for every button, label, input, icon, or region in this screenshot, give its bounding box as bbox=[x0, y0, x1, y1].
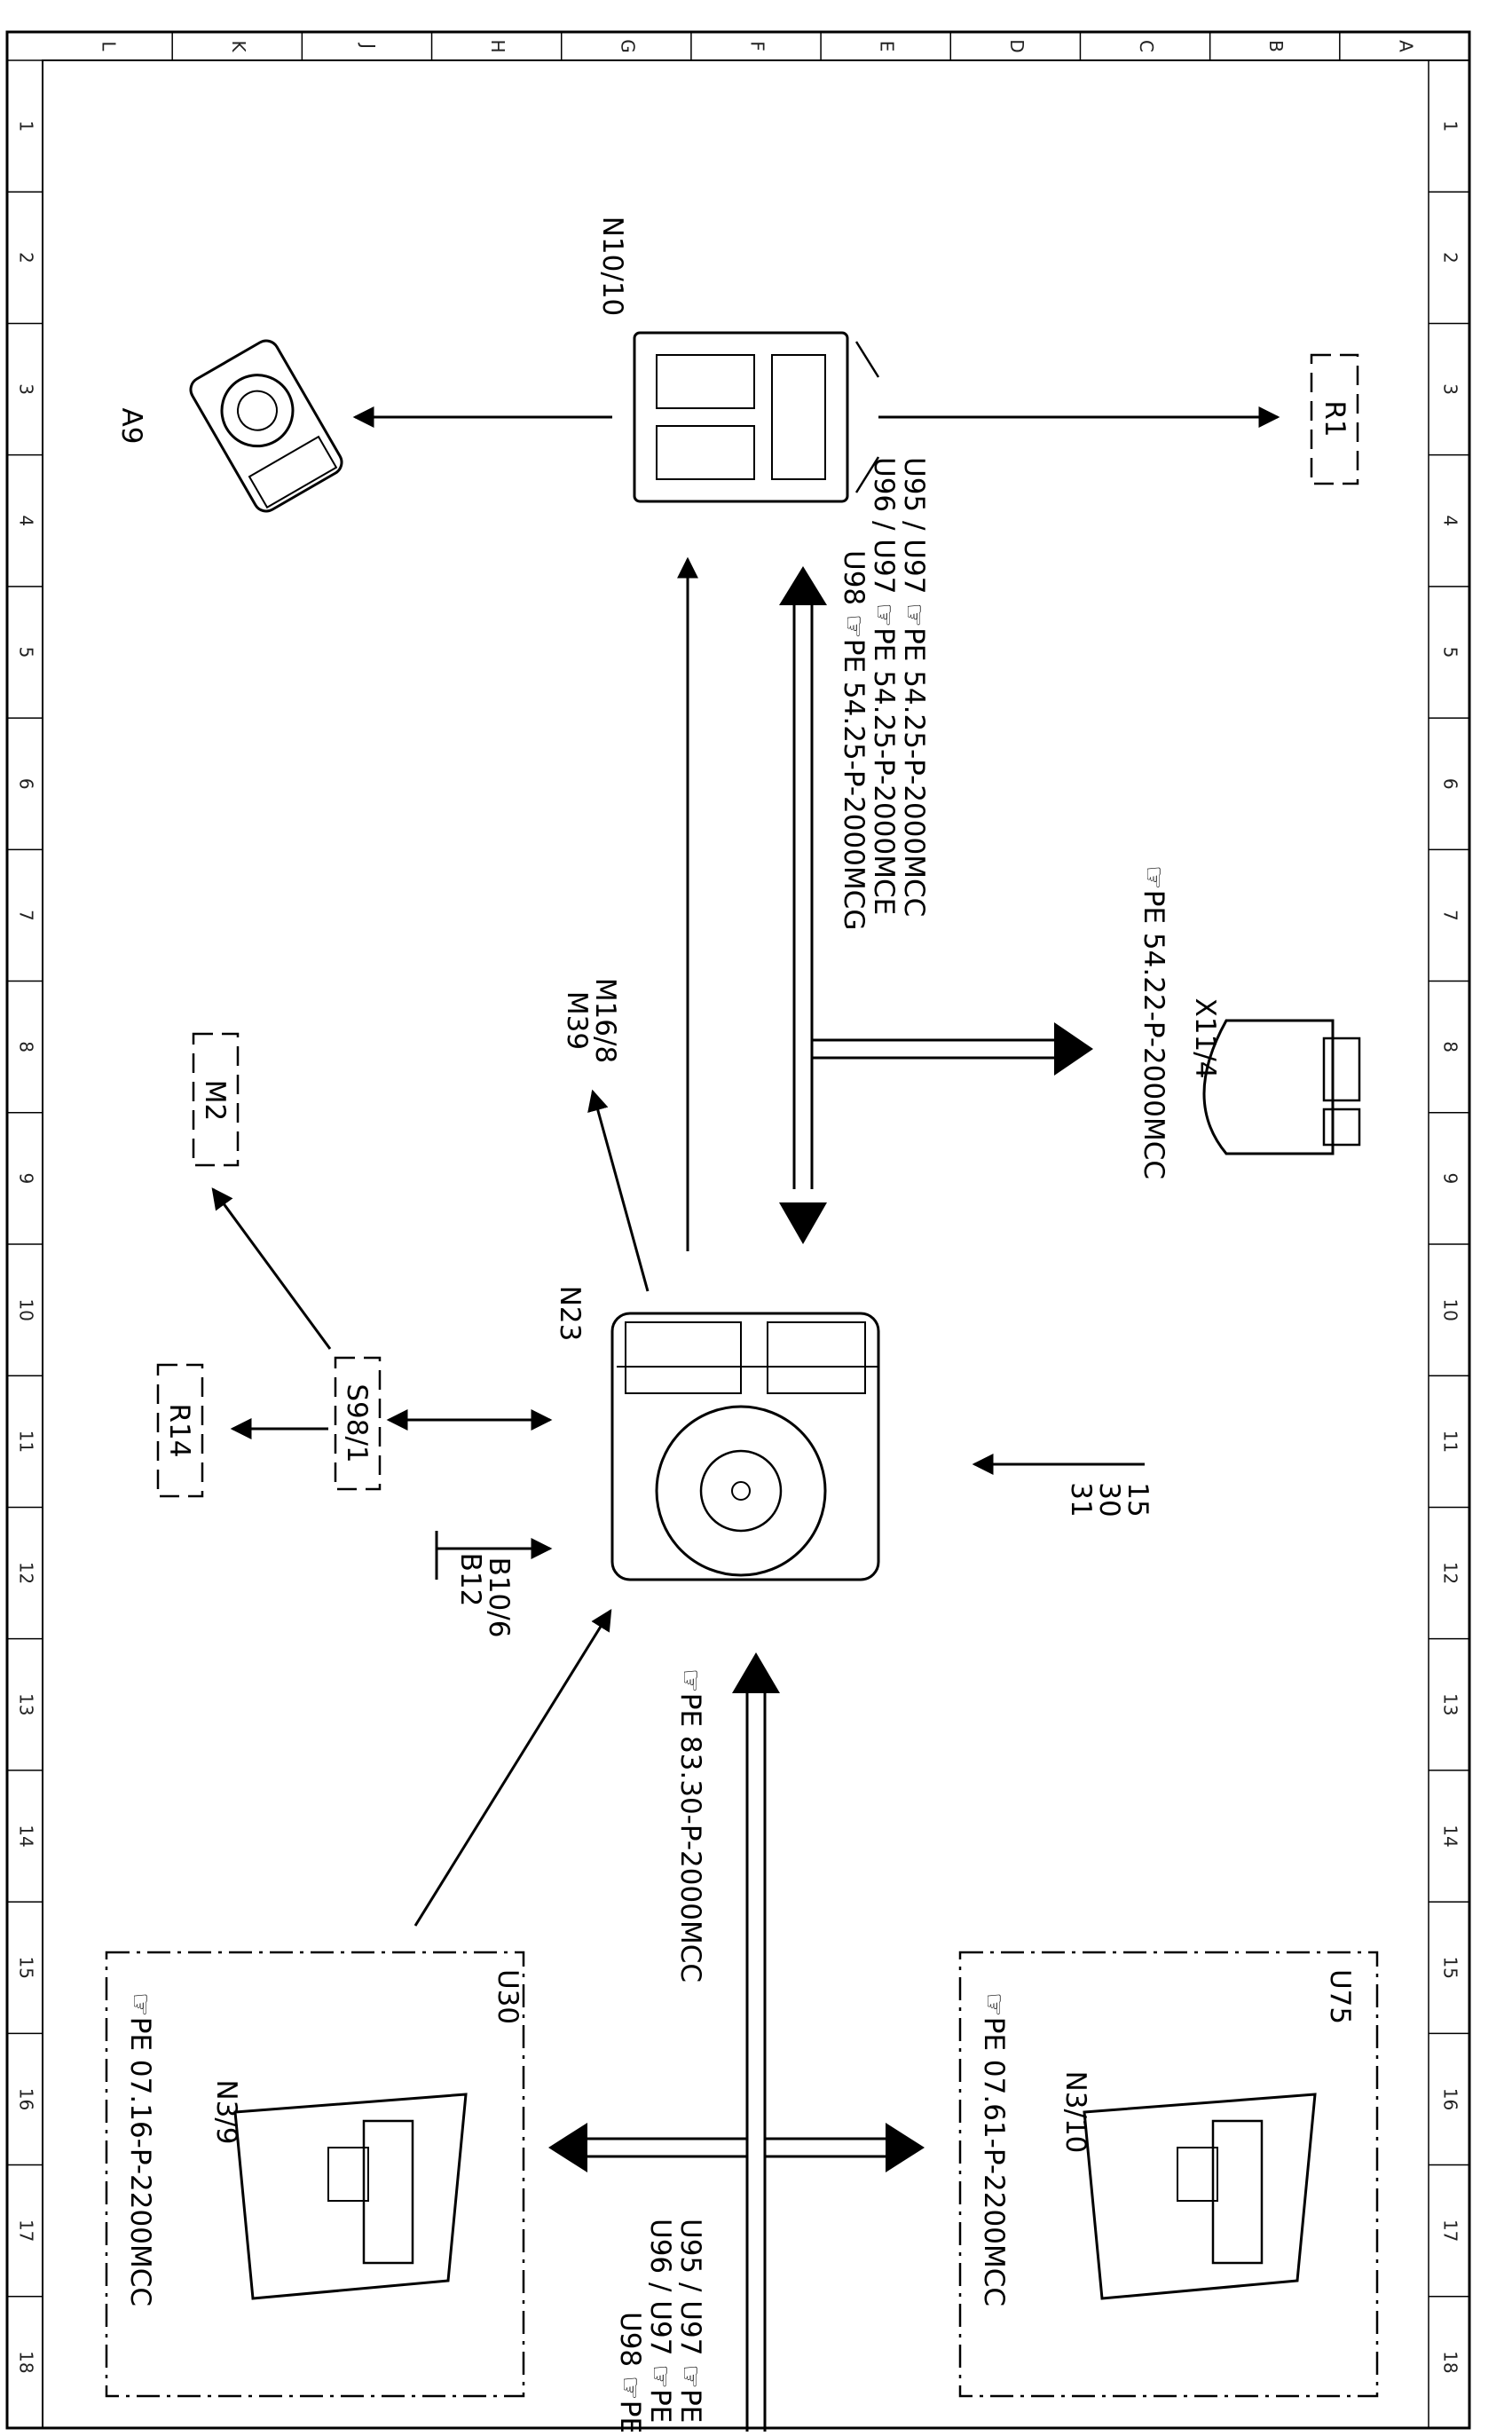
column-letter: J bbox=[358, 42, 379, 49]
row-number: 10 bbox=[1440, 1298, 1461, 1320]
m39-label: M39 bbox=[561, 991, 593, 1050]
ref-u75: ☞PE 07.61-P-2200MCC bbox=[978, 1992, 1010, 2306]
column-letter: B bbox=[1265, 40, 1287, 52]
row-number: 13 bbox=[16, 1693, 37, 1715]
row-number: 9 bbox=[16, 1173, 37, 1185]
m2-box[interactable] bbox=[192, 1032, 240, 1167]
column-letter: A bbox=[1395, 40, 1416, 52]
row-number: 14 bbox=[16, 1825, 37, 1847]
row-number: 17 bbox=[16, 2219, 37, 2242]
row-number: 18 bbox=[1440, 2351, 1461, 2373]
r14-label: R14 bbox=[163, 1404, 195, 1458]
m16-8-label: M16/8 bbox=[589, 978, 621, 1063]
row-number: 2 bbox=[1440, 252, 1461, 264]
n3-10-sketch[interactable] bbox=[1083, 2093, 1317, 2300]
terminal-15-label: 15 bbox=[1122, 1482, 1154, 1517]
row-number: 7 bbox=[16, 910, 37, 921]
row-number: 9 bbox=[1440, 1173, 1461, 1185]
n3-10-label: N3/10 bbox=[1059, 2071, 1091, 2154]
column-letter: L bbox=[98, 41, 120, 51]
terminal-31-label: 31 bbox=[1065, 1482, 1097, 1517]
labels: N10/10 A9 R1 M2 R14 S98/1 N23 X11/4 U30 … bbox=[115, 217, 1356, 2434]
x11-4-sketch[interactable] bbox=[1202, 1019, 1361, 1155]
ref-bottom-3: U98 ☞PE bbox=[614, 2312, 646, 2432]
row-number: 4 bbox=[16, 515, 37, 526]
u75-label: U75 bbox=[1324, 1969, 1356, 2024]
s98-1-box[interactable] bbox=[334, 1356, 382, 1491]
row-number: 8 bbox=[16, 1041, 37, 1052]
row-number: 12 bbox=[16, 1562, 37, 1584]
row-number: 5 bbox=[16, 647, 37, 658]
row-number: 1 bbox=[1440, 121, 1461, 132]
row-number: 11 bbox=[16, 1431, 37, 1453]
u30-box[interactable] bbox=[105, 1951, 525, 2398]
b10-6-label: B10/6 bbox=[483, 1557, 515, 1638]
r1-label: R1 bbox=[1319, 400, 1351, 437]
b12-label: B12 bbox=[454, 1553, 486, 1607]
ref-u30: ☞PE 07.16-P-2200MCC bbox=[124, 1992, 156, 2306]
row-number: 15 bbox=[1440, 1956, 1461, 1978]
u30-label: U30 bbox=[492, 1969, 524, 2024]
n3-9-label: N3/9 bbox=[210, 2079, 242, 2144]
n10-10-label: N10/10 bbox=[596, 217, 628, 317]
column-letter: C bbox=[1136, 40, 1157, 52]
row-number: 6 bbox=[1440, 778, 1461, 790]
row-number: 11 bbox=[1440, 1431, 1461, 1453]
column-letter: H bbox=[487, 39, 508, 52]
row-number: 17 bbox=[1440, 2219, 1461, 2242]
n23-label: N23 bbox=[554, 1286, 586, 1342]
r1-box[interactable] bbox=[1310, 353, 1359, 485]
n10-10-sketch[interactable] bbox=[633, 331, 880, 503]
a9-label: A9 bbox=[115, 408, 147, 445]
ref-n23-bottom: ☞PE 83.30-P-2000MCC bbox=[674, 1668, 706, 1983]
connection-arrows bbox=[211, 406, 1280, 1927]
ref-top-3: U98 ☞PE 54.25-P-2000MCG bbox=[838, 550, 870, 930]
row-number: 18 bbox=[16, 2351, 37, 2373]
row-number: 12 bbox=[1440, 1562, 1461, 1584]
a9-sketch[interactable] bbox=[186, 336, 346, 516]
row-number: 3 bbox=[16, 383, 37, 395]
r14-box[interactable] bbox=[156, 1363, 204, 1498]
column-letter: D bbox=[1006, 39, 1028, 52]
row-number: 13 bbox=[1440, 1693, 1461, 1715]
m2-label: M2 bbox=[199, 1080, 231, 1121]
ref-x11-4: ☞PE 54.22-P-2000MCC bbox=[1138, 865, 1169, 1179]
column-letter: F bbox=[747, 41, 768, 51]
row-number: 16 bbox=[16, 2088, 37, 2110]
u75-box[interactable] bbox=[958, 1951, 1379, 2398]
ref-bottom-2: U96 / U97 ☞PE bbox=[644, 2219, 676, 2423]
n3-9-sketch[interactable] bbox=[233, 2093, 468, 2300]
row-number: 6 bbox=[16, 778, 37, 790]
row-number: 14 bbox=[1440, 1825, 1461, 1847]
ref-top-1: U95 / U97 ☞PE 54.25-P-2000MCC bbox=[898, 457, 930, 917]
n23-sketch[interactable] bbox=[610, 1312, 880, 1581]
column-letter: G bbox=[617, 39, 638, 53]
row-number: 3 bbox=[1440, 383, 1461, 395]
terminal-30-label: 30 bbox=[1093, 1482, 1125, 1517]
x11-4-label: X11/4 bbox=[1189, 998, 1221, 1079]
row-number: 4 bbox=[1440, 515, 1461, 526]
row-number: 8 bbox=[1440, 1041, 1461, 1052]
row-number: 7 bbox=[1440, 910, 1461, 921]
row-number: 1 bbox=[16, 121, 37, 132]
column-letter: K bbox=[228, 40, 249, 52]
row-number: 15 bbox=[16, 1956, 37, 1978]
row-number: 10 bbox=[16, 1298, 37, 1320]
dashed-component-boxes bbox=[105, 353, 1379, 2398]
row-number: 16 bbox=[1440, 2088, 1461, 2110]
s98-1-label: S98/1 bbox=[341, 1384, 373, 1462]
row-number: 2 bbox=[16, 252, 37, 264]
ref-top-2: U96 / U97 ☞PE 54.25-P-2000MCE bbox=[868, 457, 900, 915]
data-bus-lines bbox=[548, 566, 1093, 2432]
row-number: 5 bbox=[1440, 647, 1461, 658]
column-letter: E bbox=[877, 41, 898, 52]
ref-bottom-1: U95 / U97 ☞PE bbox=[674, 2219, 706, 2423]
